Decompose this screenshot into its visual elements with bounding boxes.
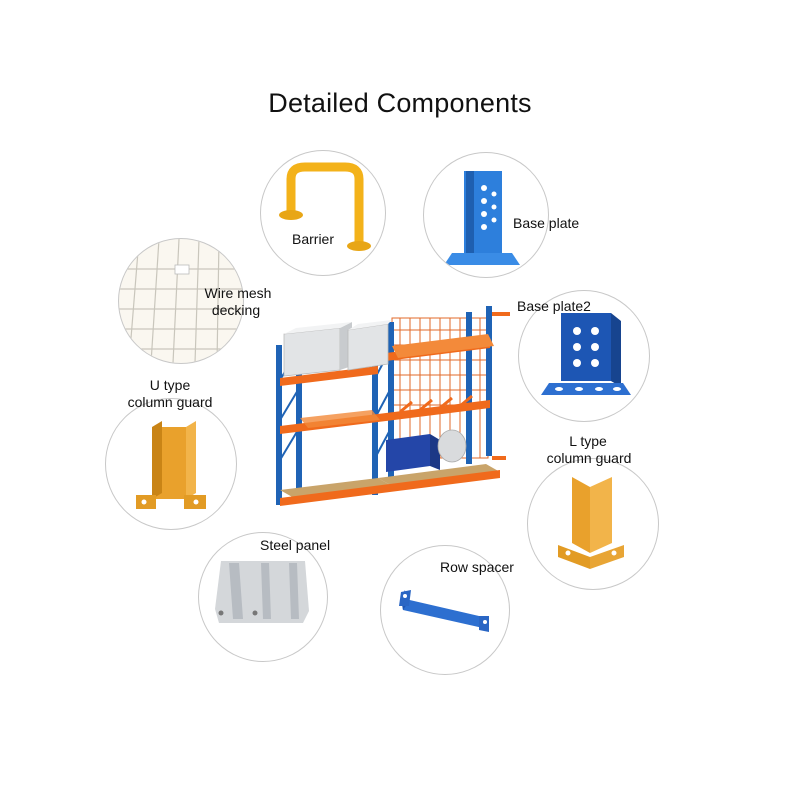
steel-panel-illustration (215, 561, 309, 623)
barrier-illustration (279, 162, 371, 251)
l-type-label-line1: L type (569, 433, 607, 449)
u-type-label-line2: column guard (127, 394, 213, 410)
row-spacer-circle (380, 545, 510, 675)
base-plate2-label: Base plate2 (517, 298, 591, 314)
page-title: Detailed Components (268, 88, 532, 118)
u-type-circle (105, 398, 237, 530)
l-type-guard-illustration (558, 477, 624, 569)
l-type-circle (527, 458, 659, 590)
steel-panel-circle (198, 532, 328, 662)
wire-mesh-label-line2: decking (211, 302, 261, 318)
base-plate-label: Base plate (513, 215, 580, 231)
wire-mesh-illustration (119, 239, 243, 363)
wire-mesh-label-line1: Wire mesh (204, 285, 272, 301)
u-type-label-line1: U type (149, 377, 191, 393)
steel-panel-label: Steel panel (260, 537, 331, 553)
base-plate-circle (423, 152, 549, 278)
base-plate2-illustration (541, 313, 631, 395)
barrier-label: Barrier (292, 231, 335, 247)
barrier-circle (260, 150, 386, 276)
l-type-label-line2: column guard (546, 450, 632, 466)
row-spacer-label: Row spacer (440, 559, 514, 575)
row-spacer-illustration (399, 590, 489, 632)
base-plate2-circle (518, 290, 650, 422)
base-plate-illustration (444, 171, 520, 265)
u-type-guard-illustration (136, 421, 206, 509)
wire-mesh-circle (118, 238, 244, 364)
